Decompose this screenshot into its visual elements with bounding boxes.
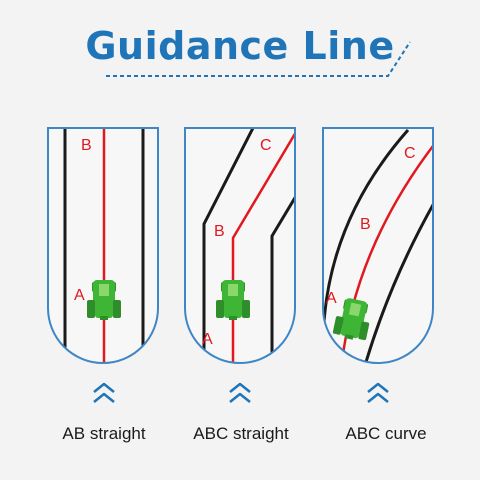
double-chevron-up-icon: [367, 382, 389, 403]
label-ab-straight: AB straight: [62, 424, 146, 443]
point-label-b: B: [360, 216, 371, 233]
title-underline: [106, 41, 411, 77]
track-edge-left: [323, 129, 410, 323]
point-label-b: B: [214, 223, 225, 240]
double-chevron-up-icon: [93, 382, 115, 403]
track-edge-right: [364, 195, 433, 363]
panel-border: [47, 127, 159, 364]
double-chevron-up-icon: [229, 382, 251, 403]
tractor-icon: [216, 280, 250, 320]
point-label-c: C: [404, 145, 416, 162]
track-edge-right: [270, 185, 295, 363]
point-label-b: B: [81, 137, 92, 154]
panel-border: [322, 127, 434, 364]
panel-abc-curve: C B A: [322, 126, 434, 364]
point-label-a: A: [74, 287, 85, 304]
panel-border: [184, 127, 296, 364]
track-edge-left: [202, 128, 256, 363]
panel-abc-straight: C B A: [184, 126, 296, 364]
label-abc-straight: ABC straight: [193, 424, 289, 443]
panel-ab-straight: B A: [47, 126, 159, 364]
point-label-a: A: [202, 331, 213, 348]
page-title: Guidance Line: [85, 24, 395, 68]
tractor-icon: [87, 280, 121, 320]
guidance-line: [231, 131, 295, 363]
tractor-icon: [332, 298, 370, 341]
label-abc-curve: ABC curve: [345, 424, 427, 443]
point-label-a: A: [326, 290, 337, 307]
point-label-c: C: [260, 137, 272, 154]
